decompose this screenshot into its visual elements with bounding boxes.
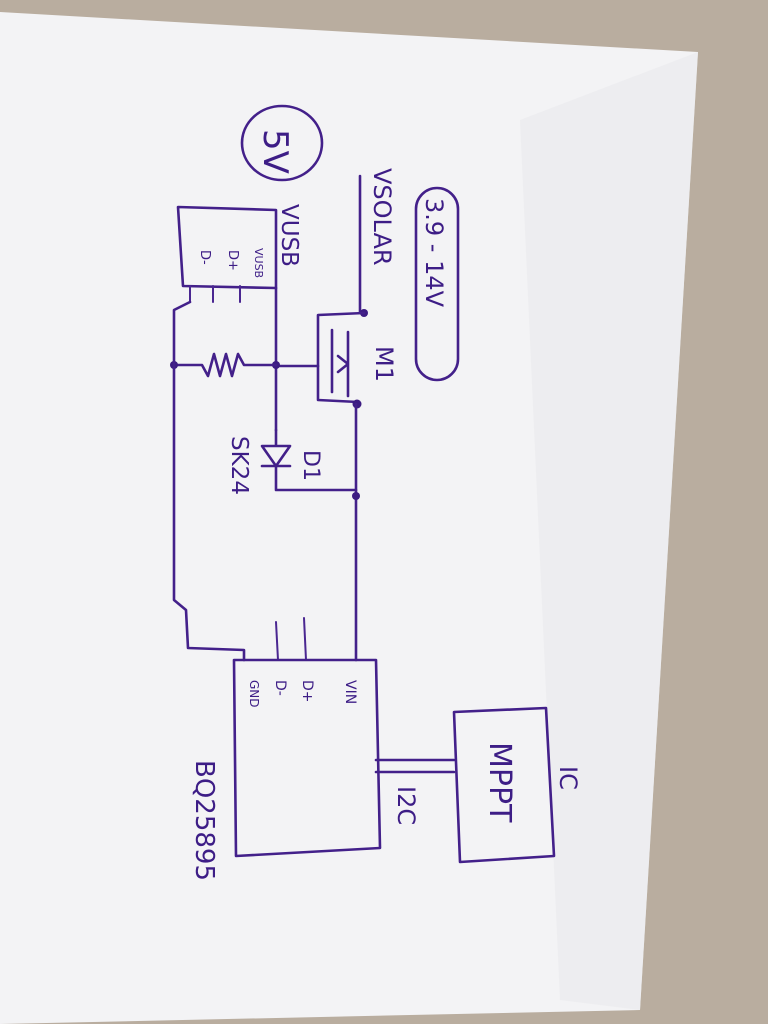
usb-connector: VUSB VUSB D+ D- [176, 204, 302, 303]
usb-pin-dplus-label: D+ [225, 250, 240, 271]
chip-pin-dminus-label: D- [272, 680, 288, 696]
paper-sheet [0, 12, 698, 1024]
chip-pin-dplus-label: D+ [299, 680, 315, 703]
diode-triangle [260, 428, 292, 468]
ground-net [172, 300, 246, 662]
i2c-label: I2C [392, 786, 420, 825]
mppt-box [452, 706, 556, 864]
diode-d1: D1 SK24 [226, 428, 358, 495]
voltage-range-outline [414, 186, 460, 382]
mosfet-body-arrow [336, 330, 350, 398]
mppt-ic: MPPT IC [452, 706, 582, 864]
mppt-label: MPPT [482, 742, 517, 823]
vusb-net [170, 286, 280, 432]
ground-wire [172, 300, 246, 662]
five-volt-circle: 5V [240, 104, 324, 182]
mosfet-channel [316, 311, 366, 404]
ic-label: IC [554, 766, 582, 790]
mosfet-label: M1 [370, 346, 398, 382]
usb-pin-vusb-label: VUSB [252, 248, 265, 278]
vusb-title: VUSB [276, 204, 302, 267]
vin-junction [352, 492, 360, 500]
chip-pin-gnd-label: GND [247, 680, 261, 708]
gate-pulldown-resistor [172, 352, 278, 378]
i2c-bus: I2C [374, 758, 456, 825]
charger-chip-box [232, 658, 382, 858]
vsolar-label: VSOLAR [368, 168, 396, 266]
vin-net [352, 402, 360, 662]
diode-ref-label: D1 [298, 450, 323, 481]
chip-pin-vin-label: VIN [342, 680, 358, 704]
paper-shading [520, 52, 698, 1010]
chip-name-label: BQ25895 [189, 760, 219, 881]
usb-pin-dminus-label: D- [197, 250, 212, 265]
five-volt-label: 5V [255, 129, 295, 174]
voltage-range-oval: 3.9 - 14V [414, 186, 460, 382]
diode-output-wire [274, 464, 358, 492]
chip-dminus-wire [275, 621, 279, 661]
five-volt-ellipse [240, 104, 324, 182]
diode-part-label: SK24 [226, 436, 252, 495]
charger-chip: VIN D+ D- GND BQ25895 [189, 658, 382, 881]
mosfet-m1: M1 [274, 311, 398, 409]
voltage-range-label: 3.9 - 14V [420, 198, 448, 308]
chip-dplus-wire [303, 617, 307, 661]
